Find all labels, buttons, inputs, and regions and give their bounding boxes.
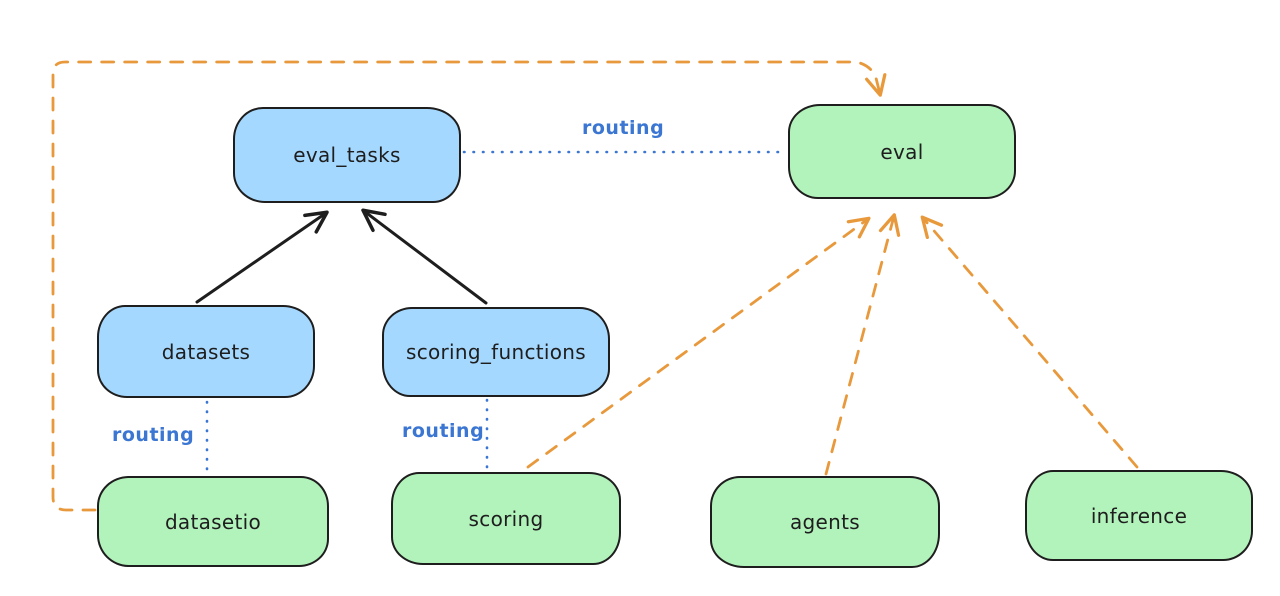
node-scoring-functions-label: scoring_functions [405, 340, 587, 364]
node-agents-label: agents [790, 510, 860, 534]
node-datasets: datasets [97, 305, 315, 398]
node-agents: agents [710, 476, 940, 568]
edge-agents-to-eval [824, 213, 901, 476]
node-datasetio-label: datasetio [164, 509, 262, 534]
node-scoring: scoring [391, 472, 621, 565]
edge-label-routing-scoring-functions-scoring: routing [402, 420, 485, 442]
node-scoring-label: scoring [468, 506, 544, 531]
node-inference-label: inference [1090, 503, 1188, 528]
edge-label-routing-datasets-datasetio: routing [112, 424, 195, 446]
node-datasetio: datasetio [97, 476, 329, 567]
node-eval: eval [788, 104, 1016, 199]
node-eval-tasks-label: eval_tasks [293, 143, 401, 167]
edge-scoring-functions-to-eval-tasks [361, 208, 488, 305]
node-inference: inference [1025, 470, 1253, 561]
node-eval-tasks: eval_tasks [233, 107, 461, 203]
edge-datasetio-to-eval-loop [51, 60, 887, 512]
edge-label-routing-eval-tasks-eval: routing [582, 117, 665, 139]
node-datasets-label: datasets [161, 339, 251, 364]
edge-scoring-to-eval [526, 216, 871, 469]
edge-datasets-to-eval-tasks [195, 210, 329, 304]
node-scoring-functions: scoring_functions [382, 307, 610, 397]
edge-inference-to-eval [920, 215, 1139, 469]
node-eval-label: eval [880, 139, 924, 164]
